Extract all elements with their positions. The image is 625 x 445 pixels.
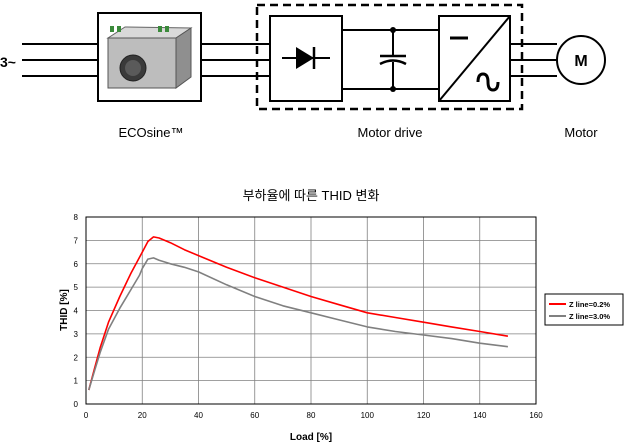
- capacitor-icon: [379, 27, 407, 92]
- diode-icon: [282, 47, 330, 69]
- chart-grid: [86, 217, 536, 404]
- input-phase-lines: [22, 43, 98, 77]
- y-tick-label: 5: [74, 283, 79, 292]
- y-tick-label: 3: [74, 330, 79, 339]
- x-tick-label: 80: [307, 411, 316, 420]
- filter-device-icon: [106, 26, 193, 89]
- drive-to-motor-lines: [510, 43, 557, 77]
- plot-area-frame: [85, 216, 537, 405]
- legend: Z line=0.2% Z line=3.0%: [549, 300, 610, 321]
- motor-drive-label: Motor drive: [357, 125, 422, 140]
- motor-symbol-letter: M: [574, 53, 587, 70]
- chart-series: [88, 236, 509, 391]
- motor-label: Motor: [564, 125, 598, 140]
- series-line-1: [88, 236, 509, 391]
- inverter-icon: [438, 15, 511, 102]
- y-tick-label: 4: [74, 307, 79, 316]
- x-axis-label: Load [%]: [290, 432, 332, 443]
- y-tick-label: 2: [74, 353, 79, 362]
- legend-box: [544, 293, 624, 326]
- x-tick-label: 60: [250, 411, 259, 420]
- x-tick-label: 120: [417, 411, 431, 420]
- y-axis-label: THID [%]: [59, 289, 70, 331]
- y-tick-label: 6: [74, 260, 79, 269]
- y-tick-label: 0: [74, 400, 79, 409]
- legend-label-1: Z line=0.2%: [569, 300, 610, 309]
- motor-symbol: [556, 35, 606, 85]
- series-line-2: [88, 257, 508, 391]
- y-tick-labels: 0 1 2 3 4 5 6 7 8: [74, 213, 79, 409]
- y-tick-label: 1: [74, 377, 79, 386]
- ecosine-label: ECOsine™: [118, 125, 183, 140]
- x-tick-label: 20: [138, 411, 147, 420]
- legend-label-2: Z line=3.0%: [569, 312, 610, 321]
- x-tick-label: 0: [84, 411, 89, 420]
- motor-drive-frame: [255, 3, 524, 111]
- system-block-diagram: 3~: [0, 3, 606, 140]
- filter-to-drive-lines: [201, 43, 270, 77]
- y-tick-label: 7: [74, 236, 79, 245]
- chart-title: 부하율에 따른 THID 변화: [243, 188, 380, 203]
- x-tick-label: 140: [473, 411, 487, 420]
- x-tick-label: 40: [194, 411, 203, 420]
- y-tick-label: 8: [74, 213, 79, 222]
- x-tick-label: 160: [529, 411, 543, 420]
- x-tick-label: 100: [361, 411, 375, 420]
- input-label: 3~: [0, 54, 16, 70]
- x-tick-labels: 0 20 40 60 80 100 120 140 160: [84, 411, 543, 420]
